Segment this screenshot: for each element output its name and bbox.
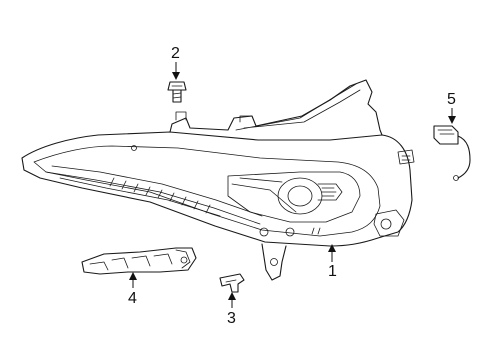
callout-label-5: 5: [447, 91, 456, 108]
callout-label-1: 1: [328, 263, 337, 280]
mounting-bracket: [81, 247, 197, 275]
callout-3: 3: [227, 292, 236, 327]
connector-harness: [433, 125, 471, 181]
callout-label-2: 2: [171, 45, 180, 62]
callout-5: 5: [447, 91, 456, 124]
mounting-bolt: [167, 81, 187, 103]
retainer-clip: [219, 273, 245, 293]
headlamp-assembly: [21, 79, 415, 281]
callout-2: 2: [171, 45, 180, 80]
callout-1: 1: [328, 244, 337, 280]
callout-label-3: 3: [227, 310, 236, 327]
callout-label-4: 4: [128, 290, 137, 307]
callout-4: 4: [128, 272, 137, 307]
